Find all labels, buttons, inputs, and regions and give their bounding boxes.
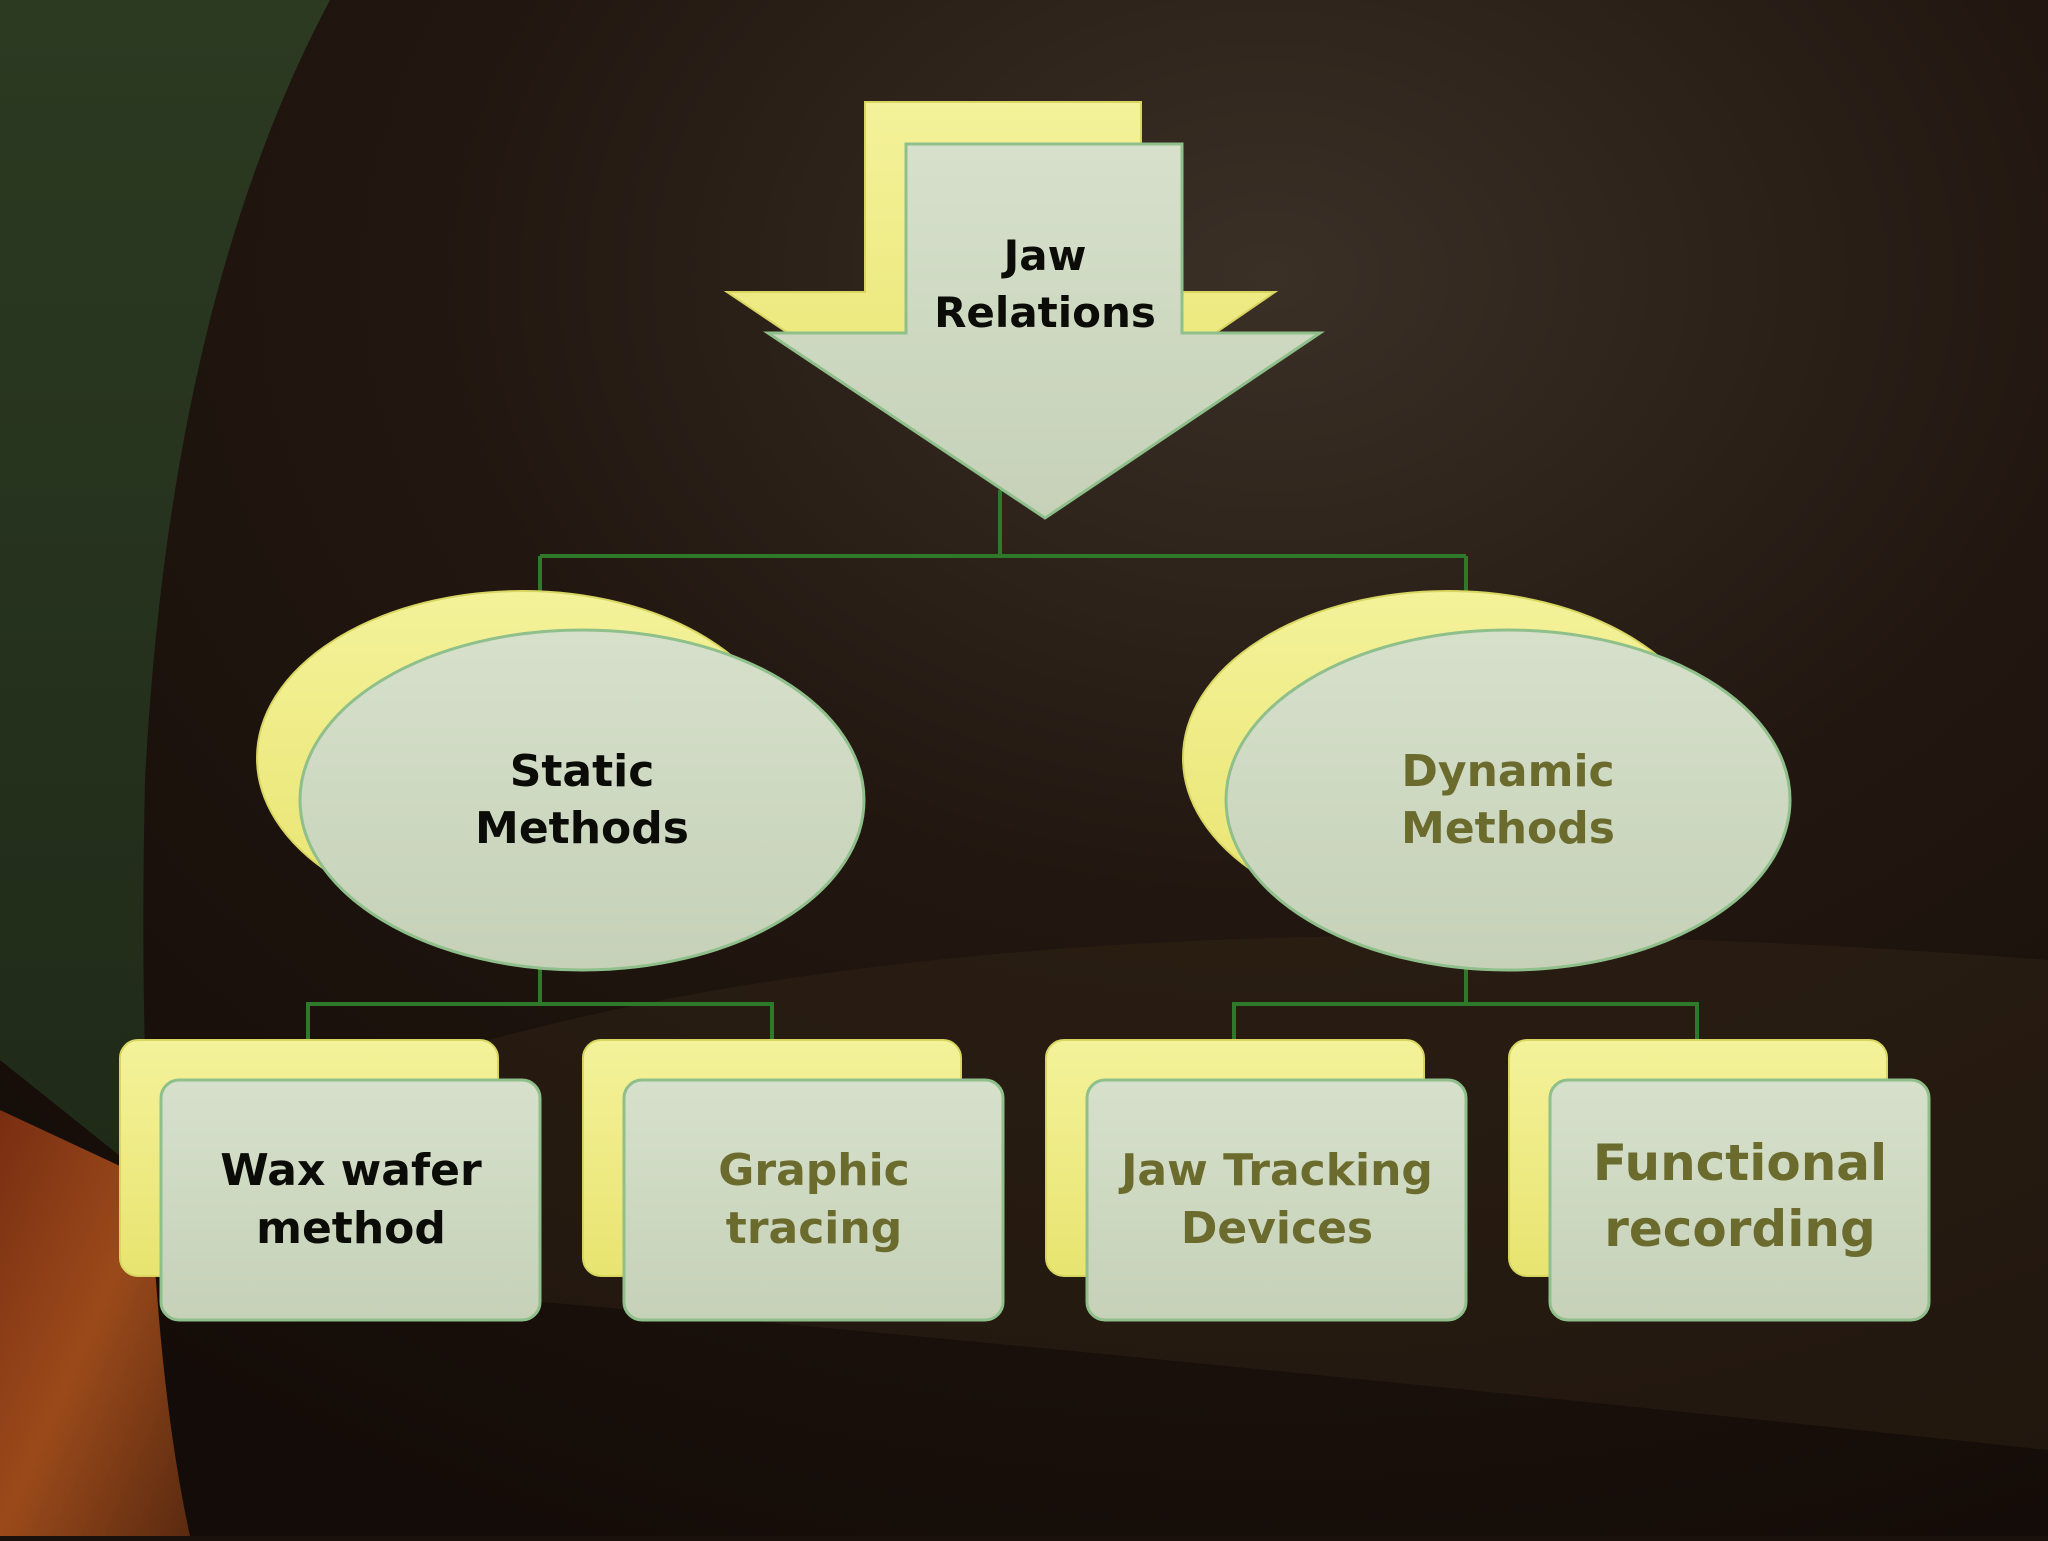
leaf-wax-wafer-node: Wax wafer method <box>119 1039 542 1322</box>
leaf-jaw-tracking-shape <box>1085 1078 1468 1322</box>
leaf-graphic-tracing-node: Graphic tracing <box>582 1039 1005 1322</box>
category-dynamic-label-line-1: Dynamic <box>1401 746 1614 797</box>
leaf-graphic-tracing-shape <box>622 1078 1005 1322</box>
category-dynamic-shape <box>1224 628 1792 972</box>
leaf-jaw-tracking-label-line-2: Devices <box>1181 1203 1373 1254</box>
leaf-jaw-tracking-label-line-1: Jaw Tracking <box>1118 1145 1433 1196</box>
category-static-node: Static Methods <box>256 590 866 972</box>
leaf-functional-recording-label-line-2: recording <box>1604 1200 1876 1258</box>
connectors <box>306 490 1699 1040</box>
connector-static-children <box>306 960 774 1040</box>
category-dynamic-node: Dynamic Methods <box>1182 590 1792 972</box>
leaf-wax-wafer-label-line-2: method <box>256 1203 446 1254</box>
category-static-label-line-1: Static <box>510 746 655 797</box>
leaf-functional-recording-node: Functional recording <box>1508 1039 1931 1322</box>
leaf-functional-recording-shape <box>1548 1078 1931 1322</box>
leaf-functional-recording-label-line-1: Functional <box>1593 1134 1887 1192</box>
category-dynamic-label-line-2: Methods <box>1401 803 1615 854</box>
connector-dynamic-children <box>1232 960 1699 1040</box>
root-label-line-2: Relations <box>934 288 1156 337</box>
background-green-band <box>0 0 330 1180</box>
leaf-jaw-tracking-node: Jaw Tracking Devices <box>1045 1039 1468 1322</box>
root-arrow-shape <box>763 142 1325 520</box>
leaf-graphic-tracing-label-line-1: Graphic <box>718 1145 910 1196</box>
category-static-shape <box>298 628 866 972</box>
leaf-wax-wafer-label-line-1: Wax wafer <box>220 1145 482 1196</box>
root-arrow-node: Jaw Relations <box>723 101 1325 520</box>
leaf-wax-wafer-shape <box>159 1078 542 1322</box>
root-label-line-1: Jaw <box>1001 231 1087 280</box>
category-static-label-line-2: Methods <box>475 803 689 854</box>
leaf-graphic-tracing-label-line-2: tracing <box>726 1203 902 1254</box>
